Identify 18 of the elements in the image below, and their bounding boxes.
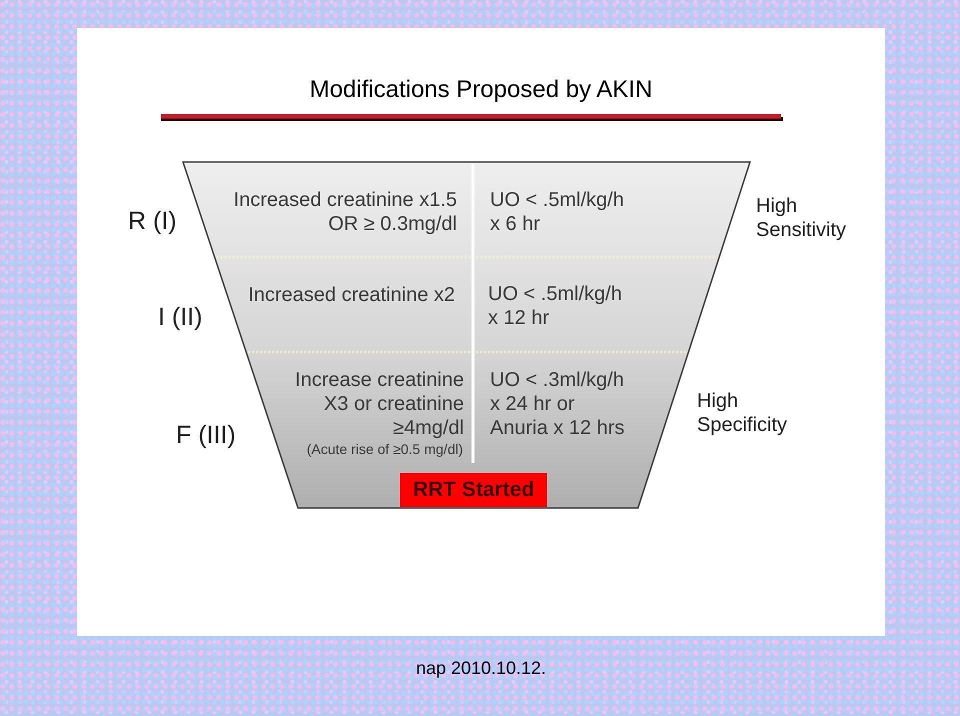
alert-banner: RRT Started — [400, 473, 547, 507]
funnel-band — [213, 257, 721, 352]
slide-title: Modifications Proposed by AKIN — [308, 75, 654, 105]
criteria-text: UO < .5ml/kg/h x 12 hr — [488, 282, 623, 330]
stage-label: I (II) — [158, 302, 204, 332]
caption-text: nap 2010.10.12. — [414, 657, 548, 679]
funnel-band — [245, 352, 690, 508]
criteria-text: Increased creatinine x1.5 OR ≥ 0.3mg/dl — [232, 188, 457, 236]
stage-label: R (I) — [128, 206, 178, 236]
criteria-text: UO < .3ml/kg/h x 24 hr or Anuria x 12 hrs — [490, 368, 626, 440]
footnote-text: (Acute rise of ≥0.5 mg/dl) — [306, 440, 463, 458]
side-note: High Specificity — [697, 389, 788, 437]
funnel-band — [182, 162, 751, 257]
side-note: High Sensitivity — [756, 194, 848, 242]
criteria-text: Increase creatinine X3 or creatinine ≥4mg/dl — [294, 368, 464, 440]
criteria-text: Increased creatinine x2 — [247, 283, 455, 307]
stage-label: F (III) — [176, 420, 237, 450]
criteria-text: UO < .5ml/kg/h x 6 hr — [490, 188, 625, 236]
